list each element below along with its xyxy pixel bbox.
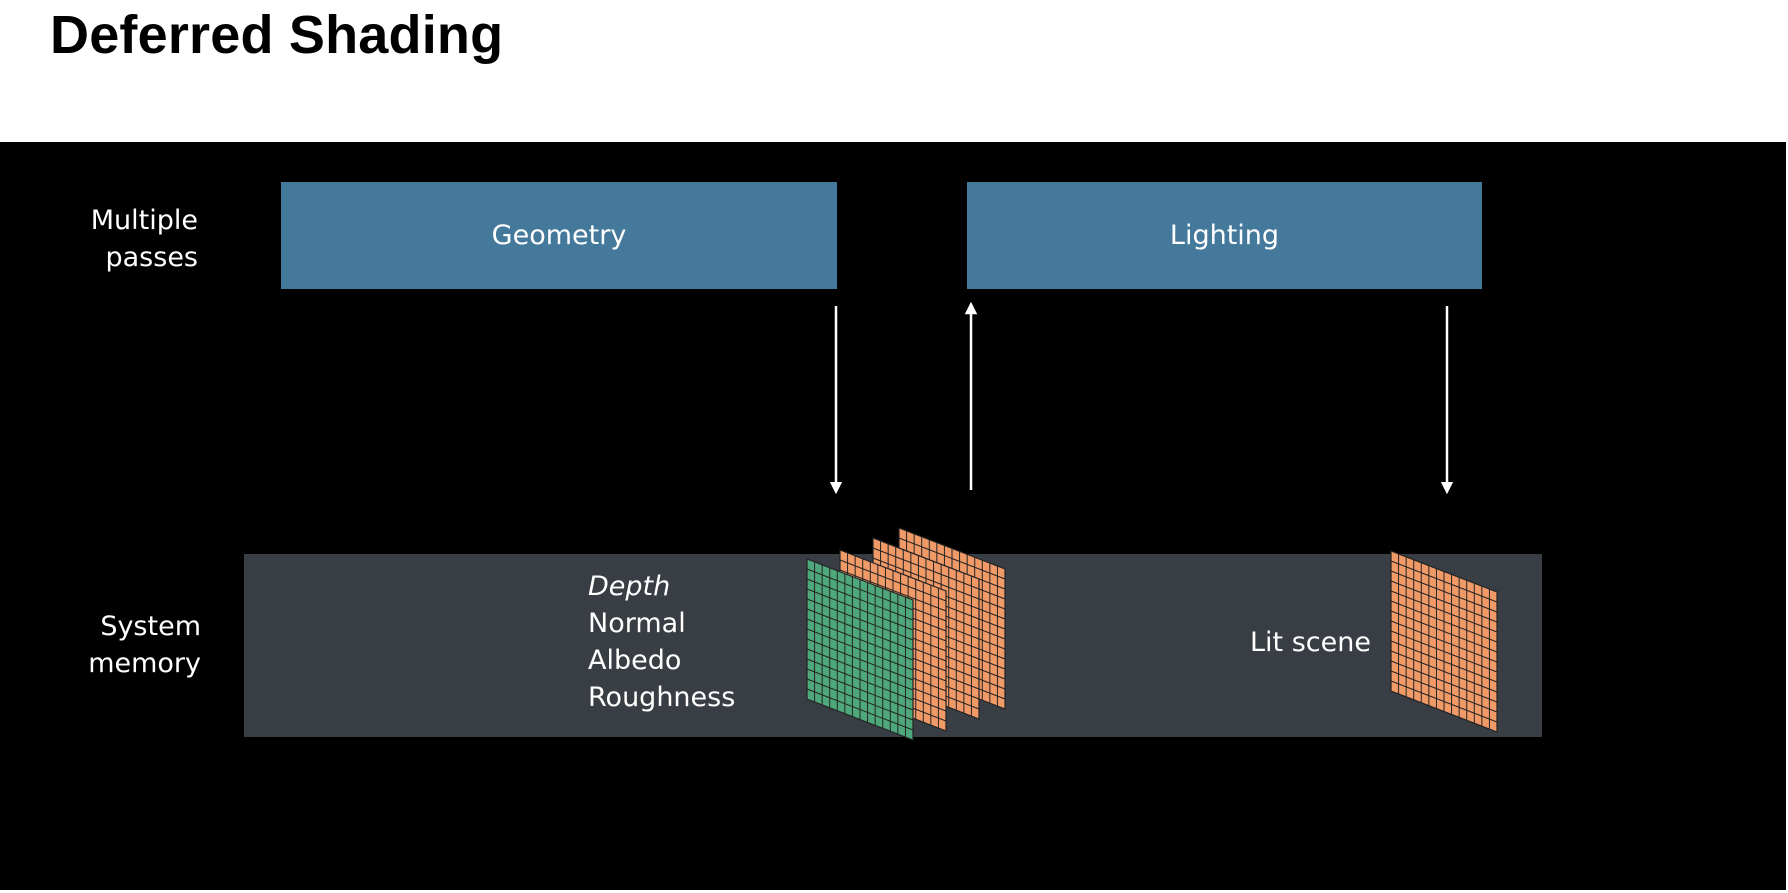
gbuffer-item-depth: Depth: [588, 571, 671, 602]
diagram-canvas: Multiple passes Geometry Lighting System…: [0, 142, 1786, 890]
lighting-pass-label: Lighting: [1169, 220, 1280, 251]
render-target-tiles: [806, 527, 1498, 741]
geometry-pass-box: Geometry: [281, 182, 837, 289]
lit-scene-label: Lit scene: [1250, 627, 1371, 658]
row-label-memory: System memory: [60, 608, 201, 682]
gbuffer-item-albedo: Albedo: [588, 645, 682, 676]
lighting-pass-box: Lighting: [967, 182, 1482, 289]
row-label-passes-line1: Multiple: [90, 205, 198, 236]
geometry-pass-label: Geometry: [491, 220, 627, 251]
page-title: Deferred Shading: [50, 5, 504, 65]
row-label-passes: Multiple passes: [60, 202, 198, 276]
row-label-memory-line1: System: [100, 611, 201, 642]
gbuffer-item-roughness: Roughness: [588, 682, 736, 713]
diagram-overlay: [806, 301, 1498, 741]
depth-buffer-tile: [806, 558, 914, 741]
gbuffer-list: Depth Normal Albedo Roughness: [588, 568, 735, 716]
row-label-passes-line2: passes: [105, 242, 199, 273]
gbuffer-item-normal: Normal: [588, 608, 686, 639]
lit-scene-tile: [1390, 550, 1498, 733]
row-label-memory-line2: memory: [88, 648, 201, 679]
